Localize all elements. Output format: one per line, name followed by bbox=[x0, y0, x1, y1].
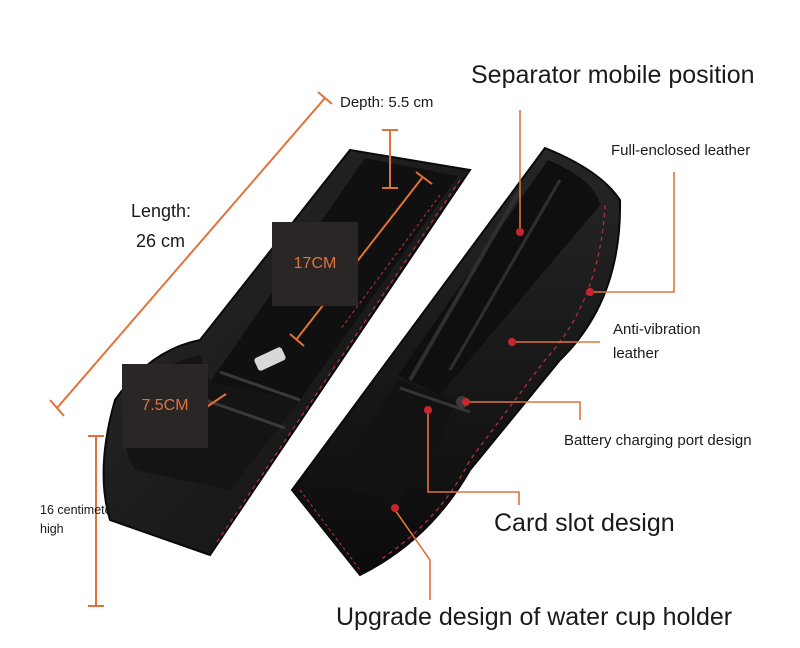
inner-length-box: 17CM bbox=[272, 222, 358, 306]
inner-length-tick-top bbox=[415, 171, 433, 185]
length-line bbox=[56, 97, 326, 409]
right-organizer bbox=[290, 146, 622, 577]
inner-length-tick-bottom bbox=[289, 333, 305, 347]
separator-label: Separator mobile position bbox=[471, 61, 755, 89]
card-slot-callout bbox=[427, 410, 520, 505]
cup-holder-callout bbox=[394, 509, 431, 600]
length-tick-end bbox=[317, 91, 333, 105]
enclosed-leather-callout bbox=[590, 172, 675, 293]
anti-vibration-label-line2: leather bbox=[613, 345, 659, 362]
length-tick-start bbox=[49, 399, 65, 417]
depth-label: Depth: 5.5 cm bbox=[340, 94, 434, 111]
dimension-lines bbox=[49, 91, 433, 607]
length-label-line1: Length: bbox=[131, 201, 192, 221]
charging-port-callout bbox=[466, 401, 581, 420]
inner-length-label: 17CM bbox=[293, 255, 337, 272]
height-label-line2: high bbox=[40, 522, 64, 536]
charging-port-label: Battery charging port design bbox=[564, 432, 752, 449]
callout-dots bbox=[391, 228, 594, 512]
card-slot-label: Card slot design bbox=[494, 509, 675, 537]
inner-width-label: 7.5CM bbox=[141, 397, 189, 414]
inner-width-box: 7.5CM bbox=[122, 364, 208, 448]
anti-vibration-label-line1: Anti-vibration bbox=[613, 321, 701, 338]
cup-holder-label: Upgrade design of water cup holder bbox=[336, 603, 733, 631]
callout-lines bbox=[394, 110, 675, 600]
enclosed-leather-label: Full-enclosed leather bbox=[611, 142, 751, 159]
inner-length-line bbox=[295, 177, 423, 341]
height-label-line1: 16 centimeters bbox=[40, 503, 122, 517]
length-label-line2: 26 cm bbox=[136, 231, 186, 251]
